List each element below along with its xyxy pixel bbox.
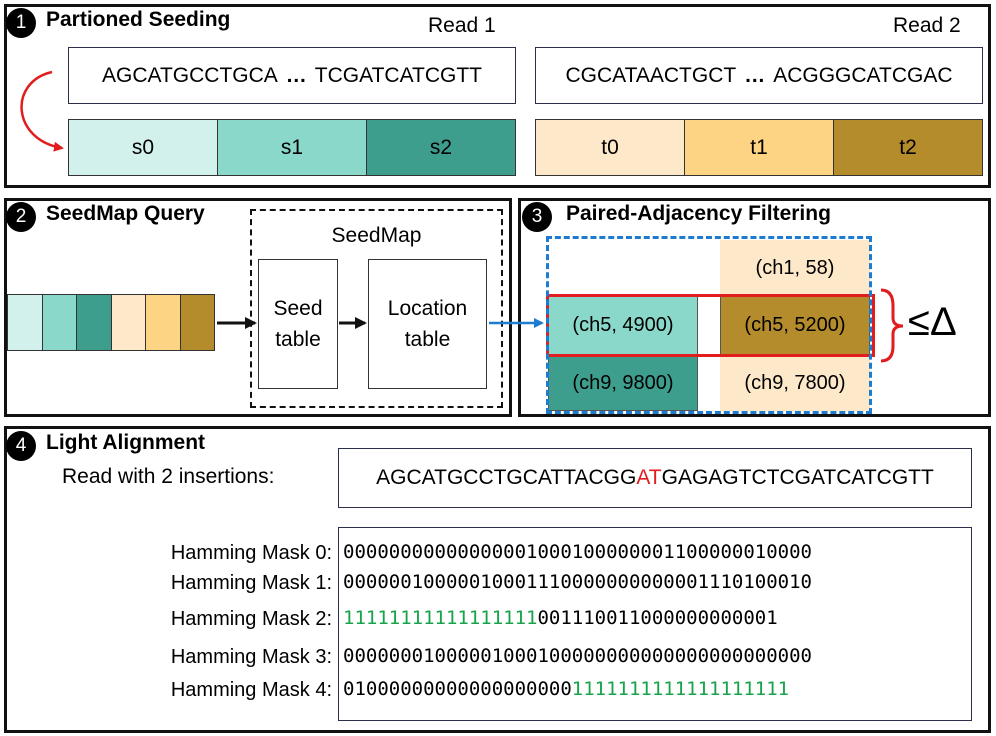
strip-t0	[111, 295, 146, 350]
location-table: Location table	[368, 259, 487, 389]
mask-label-2: Hamming Mask 2:	[170, 608, 332, 630]
read2-seq-end: ACGGGCATCGAC	[773, 63, 953, 87]
mask-label-3: Hamming Mask 3:	[170, 646, 332, 668]
mask-label-4: Hamming Mask 4:	[170, 679, 332, 701]
step-badge-3: 3	[522, 202, 552, 232]
panel-title-2: SeedMap Query	[46, 202, 205, 225]
strip-t1	[146, 295, 181, 350]
threshold-label: ≤Δ	[908, 300, 957, 344]
panel-title-4: Light Alignment	[46, 431, 206, 454]
strip-t2	[180, 295, 214, 350]
read-insertions-label: Read with 2 insertions:	[62, 465, 275, 488]
strip-s0	[8, 295, 43, 350]
mask-label-0: Hamming Mask 0:	[170, 542, 332, 564]
read2-seq-start: CGCATAACTGCT	[565, 63, 737, 87]
cand-right-ch9: (ch9, 7800)	[720, 355, 870, 411]
seed-s0: s0	[69, 120, 218, 175]
cand-right-ch1: (ch1, 58)	[720, 240, 870, 296]
read-seq-insertion: AT	[636, 466, 662, 489]
seedmap-container	[250, 209, 503, 408]
seed-t0: t0	[536, 120, 685, 175]
seedmap-label: SeedMap	[331, 224, 422, 247]
mask-row-4: 010000000000000000001111111111111111111	[343, 678, 790, 700]
read1-seq-end: TCGATCATCGTT	[314, 63, 482, 87]
mask-row-0: 0000000000000000100010000000110000001000…	[343, 541, 812, 563]
strip-s1	[42, 295, 77, 350]
seed-s1: s1	[218, 120, 367, 175]
read1-sequence: AGCATGCCTGCA … TCGATCATCGTT	[68, 47, 516, 104]
seed-s2: s2	[367, 120, 515, 175]
seed-table: Seed table	[258, 259, 338, 389]
mask-label-1: Hamming Mask 1:	[170, 572, 332, 594]
read2-ellipsis: …	[744, 63, 766, 87]
seeding-arrow	[20, 70, 64, 152]
read-seq-before: AGCATGCCTGCATTACGG	[376, 466, 637, 489]
strip-s2	[77, 295, 112, 350]
seed-t1: t1	[685, 120, 834, 175]
step-badge-2: 2	[6, 202, 36, 232]
mask-row-1: 0000001000001000111000000000000111010001…	[343, 571, 812, 593]
read2-sequence: CGCATAACTGCT … ACGGGCATCGAC	[535, 47, 983, 104]
cand-right-ch5: (ch5, 5200)	[720, 296, 870, 355]
mask-row-2: 11111111111111111001110011000000000001	[343, 607, 778, 629]
seed-strip	[7, 294, 215, 351]
mask-box	[338, 527, 972, 721]
cand-left-ch9: (ch9, 9800)	[548, 355, 698, 411]
panel-light-alignment	[4, 426, 991, 733]
read1-seq-start: AGCATGCCTGCA	[102, 63, 278, 87]
panel-title-3: Paired-Adjacency Filtering	[566, 202, 831, 225]
step-badge-1: 1	[6, 8, 36, 38]
mask-row-3: 0000000100000100010000000000000000000000…	[343, 645, 812, 667]
read-seq-after: GAGAGTCTCGATCATCGTT	[661, 466, 934, 489]
delta-brace	[880, 288, 904, 363]
panel-title-1: Partioned Seeding	[46, 8, 231, 31]
read2-seeds: t0 t1 t2	[535, 119, 983, 176]
step-badge-4: 4	[6, 431, 36, 461]
filter-region	[546, 236, 872, 414]
read1-seeds: s0 s1 s2	[68, 119, 516, 176]
read2-label: Read 2	[893, 14, 961, 37]
seed-t2: t2	[834, 120, 982, 175]
read1-label: Read 1	[428, 14, 496, 37]
read1-ellipsis: …	[285, 63, 307, 87]
